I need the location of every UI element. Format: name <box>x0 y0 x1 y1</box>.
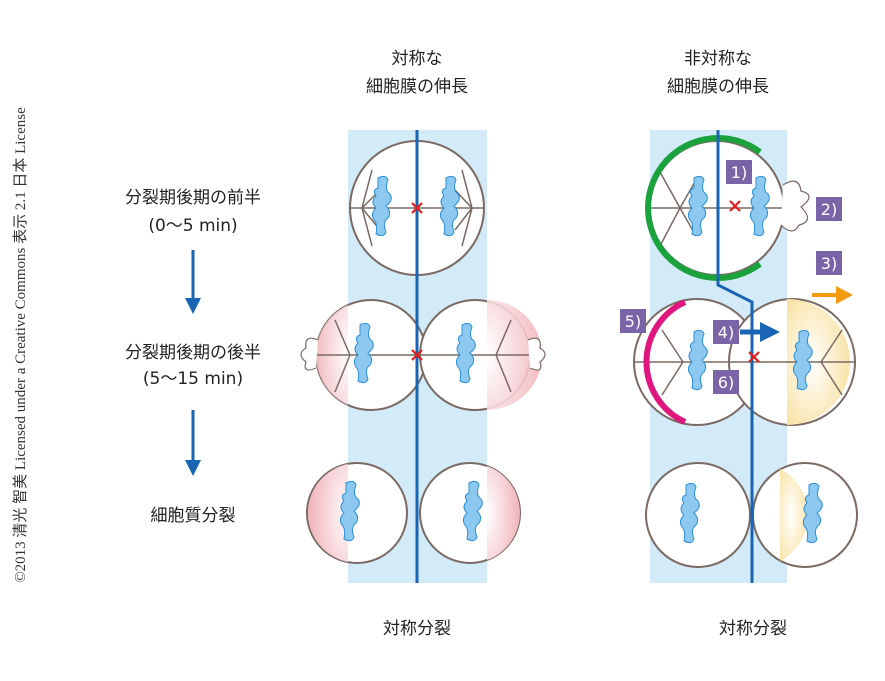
stage2-time: (5〜15 min) <box>143 369 243 389</box>
svg-text:3): 3) <box>821 254 837 273</box>
stage2-label: 分裂期後期の後半 <box>125 343 261 363</box>
marker-2: 2) <box>816 197 842 221</box>
sym-header-line2: 細胞膜の伸長 <box>366 77 468 97</box>
marker-1: 1) <box>726 160 752 184</box>
svg-text:6): 6) <box>718 373 734 392</box>
asym-header-line2: 細胞膜の伸長 <box>667 77 769 97</box>
cross-mark-icon <box>411 202 423 361</box>
asym-stage3-cells <box>645 462 858 568</box>
orange-arrow-head-icon <box>836 286 853 304</box>
svg-text:5): 5) <box>625 312 641 331</box>
stage1-time: (0〜5 min) <box>148 216 237 236</box>
marker-4: 4) <box>713 320 739 344</box>
cross-mark-icon <box>729 200 760 363</box>
sym-header-line1: 対称な <box>392 49 443 69</box>
asym-header-line1: 非対称な <box>684 49 752 69</box>
sym-result-label: 対称分裂 <box>383 619 451 639</box>
marker-3: 3) <box>816 251 842 275</box>
arrow-down-head-icon <box>185 460 201 476</box>
stage1-label: 分裂期後期の前半 <box>125 188 261 208</box>
credit-text: ©2013 清光 智美 Licensed under a Creative Co… <box>11 107 29 583</box>
sym-stage3-cells <box>306 462 521 564</box>
arrow-right-head-icon <box>760 322 780 342</box>
svg-text:2): 2) <box>821 200 837 219</box>
arrow-down-head-icon <box>185 298 201 314</box>
sym-stage2-cell <box>300 299 546 411</box>
asymmetric-axis-line <box>716 130 754 583</box>
magenta-cortex-arc <box>643 299 687 425</box>
marker-5: 5) <box>620 309 646 333</box>
marker-6: 6) <box>713 370 739 394</box>
svg-text:4): 4) <box>718 323 734 342</box>
asym-result-label: 対称分裂 <box>719 619 787 639</box>
stage3-label: 細胞質分裂 <box>151 506 236 526</box>
green-cortex-arc <box>645 135 762 281</box>
svg-text:1): 1) <box>731 163 747 182</box>
